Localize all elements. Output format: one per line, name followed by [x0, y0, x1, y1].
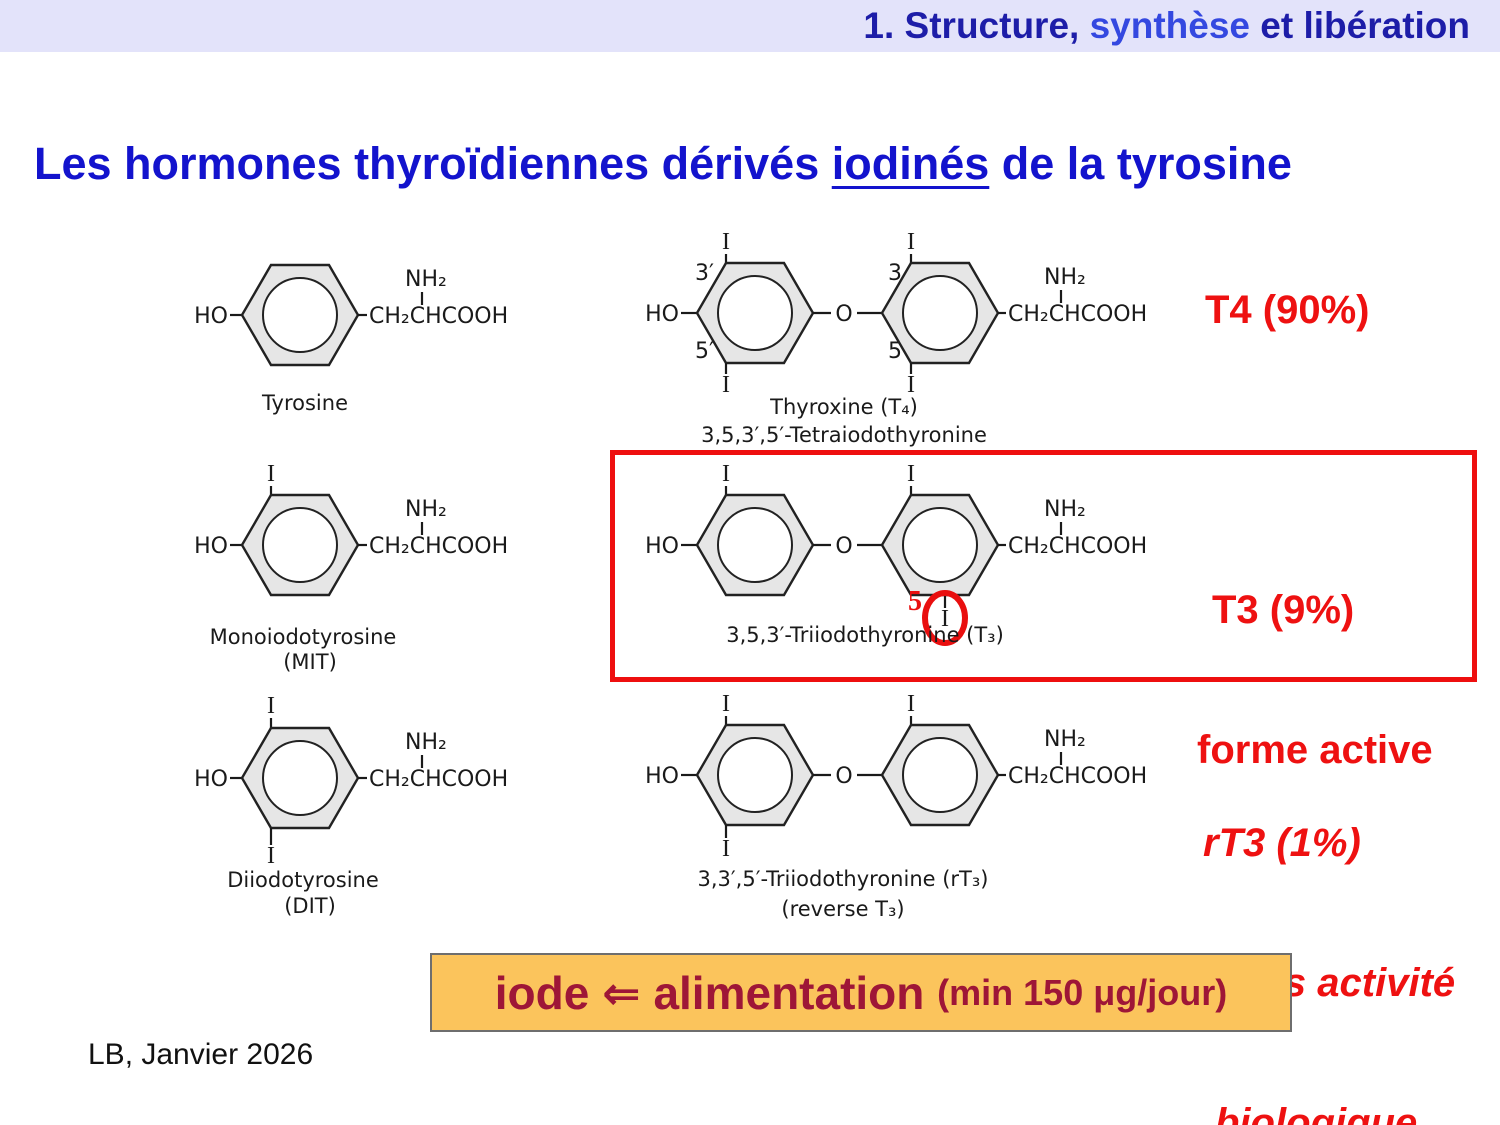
rt3-annotation-line1: rT3 (1%) [1203, 821, 1361, 865]
aromatic-circle [262, 507, 338, 583]
iodine-label: I [907, 229, 915, 255]
structure-caption: 3,3′,5′-Triiodothyronine (rT₃) [698, 867, 989, 891]
position-label: 5′ [695, 339, 714, 364]
structure-caption2: (reverse T₃) [781, 897, 904, 921]
rt3-annotation: rT3 (1%) sans activité biologique [1203, 728, 1455, 1125]
t3-annotation-line1: T3 (9%) [1212, 588, 1355, 632]
structure-caption: Thyroxine (T₄) [769, 395, 918, 419]
credit-text: LB, Janvier 2026 [88, 1038, 314, 1071]
iodine-label: I [907, 691, 915, 717]
header-part3: et libération [1250, 5, 1470, 46]
header-part1: 1. Structure, [863, 5, 1090, 46]
iodine-label: I [722, 836, 730, 862]
iodine-label: I [907, 461, 915, 487]
structure-caption: Tyrosine [261, 391, 348, 415]
t3-iodine-highlight-ellipse [922, 590, 968, 646]
amine-label: NH₂ [405, 730, 447, 755]
iodine-label: I [267, 461, 275, 487]
aromatic-circle [717, 737, 793, 813]
header-strip: 1. Structure, synthèse et libération [0, 0, 1500, 52]
position-label: 3′ [695, 261, 714, 286]
ho-label: HO [645, 764, 679, 789]
side-chain-label: CH₂CHCOOH [1008, 302, 1147, 327]
oxygen-label: O [835, 534, 852, 559]
aromatic-circle [902, 275, 978, 351]
t3-position-5-label: 5 [908, 586, 922, 617]
iodine-note-detail: (min 150 μg/jour) [937, 971, 1228, 1013]
amine-label: NH₂ [1044, 265, 1086, 290]
oxygen-label: O [835, 764, 852, 789]
structure-caption2: (MIT) [283, 650, 337, 674]
side-chain-label: CH₂CHCOOH [369, 767, 508, 792]
title-word-iodines: iodinés [831, 138, 990, 189]
iodine-label: I [267, 843, 275, 869]
iodine-label: I [907, 372, 915, 398]
title-part1: Les hormones thyroïdiennes dérivés [34, 138, 832, 189]
aromatic-circle [262, 277, 338, 353]
aromatic-circle [717, 275, 793, 351]
tyrosine-structure: HO NH₂ CH₂CHCOOH Tyrosine [194, 263, 508, 415]
header-title: 1. Structure, synthèse et libération [863, 5, 1470, 47]
title-part3: de la tyrosine [989, 138, 1292, 189]
amine-label: NH₂ [1044, 497, 1086, 522]
rt3-structure: I HO I O I NH₂ CH₂CHCOOH 3,3′,5′-Triiodo… [645, 691, 1147, 921]
iodine-note-main: iode ⇐ alimentation [494, 966, 938, 1019]
iodine-label: I [722, 461, 730, 487]
t3-highlight-box [610, 450, 1477, 682]
iodine-label: I [722, 691, 730, 717]
header-part2: synthèse [1089, 5, 1251, 46]
ho-label: HO [194, 767, 228, 792]
t3-annotation: T3 (9%) forme active [1197, 495, 1433, 865]
iodine-label: I [722, 372, 730, 398]
ho-label: HO [194, 534, 228, 559]
ho-label: HO [645, 302, 679, 327]
t3-structure: I HO O I 5 I NH₂ CH₂CHCOOH 3,5,3′-Triiod… [645, 461, 1147, 647]
structure-caption2: (DIT) [284, 894, 336, 918]
rt3-annotation-line3: biologique [1215, 1101, 1418, 1125]
iodine-note-box: iode ⇐ alimentation (min 150 μg/jour) [430, 953, 1292, 1032]
aromatic-circle [717, 507, 793, 583]
side-chain-label: CH₂CHCOOH [1008, 534, 1147, 559]
page-title: Les hormones thyroïdiennes dérivés iodin… [34, 138, 1474, 190]
amine-label: NH₂ [1044, 727, 1086, 752]
t4-structure: I 3′ 5′ HO I O I 3 5 I NH₂ CH₂CHCOOH Thy… [645, 229, 1147, 447]
dit-structure: I HO I NH₂ CH₂CHCOOH Diiodotyrosine (DIT… [194, 693, 508, 918]
oxygen-label: O [835, 302, 852, 327]
amine-label: NH₂ [405, 497, 447, 522]
aromatic-circle [262, 740, 338, 816]
ho-label: HO [645, 534, 679, 559]
structure-caption: 3,5,3′-Triiodothyronine (T₃) [726, 623, 1004, 647]
structure-caption: Monoiodotyrosine [210, 625, 397, 649]
amine-label: NH₂ [405, 267, 447, 292]
t4-annotation: T4 (90%) [1205, 288, 1370, 332]
iodine-label: I [941, 606, 949, 632]
side-chain-label: CH₂CHCOOH [369, 534, 508, 559]
ho-label: HO [194, 304, 228, 329]
mit-structure: I HO NH₂ CH₂CHCOOH Monoiodotyrosine (MIT… [194, 461, 508, 674]
position-label: 5 [888, 339, 902, 364]
structure-caption2: 3,5,3′,5′-Tetraiodothyronine [701, 423, 987, 447]
aromatic-circle [902, 737, 978, 813]
t3-annotation-line2: forme active [1197, 728, 1433, 772]
position-label: 3 [888, 261, 902, 286]
iodine-label: I [722, 229, 730, 255]
side-chain-label: CH₂CHCOOH [1008, 764, 1147, 789]
structure-caption: Diiodotyrosine [227, 868, 379, 892]
aromatic-circle [902, 507, 978, 583]
iodine-label: I [267, 693, 275, 719]
side-chain-label: CH₂CHCOOH [369, 304, 508, 329]
